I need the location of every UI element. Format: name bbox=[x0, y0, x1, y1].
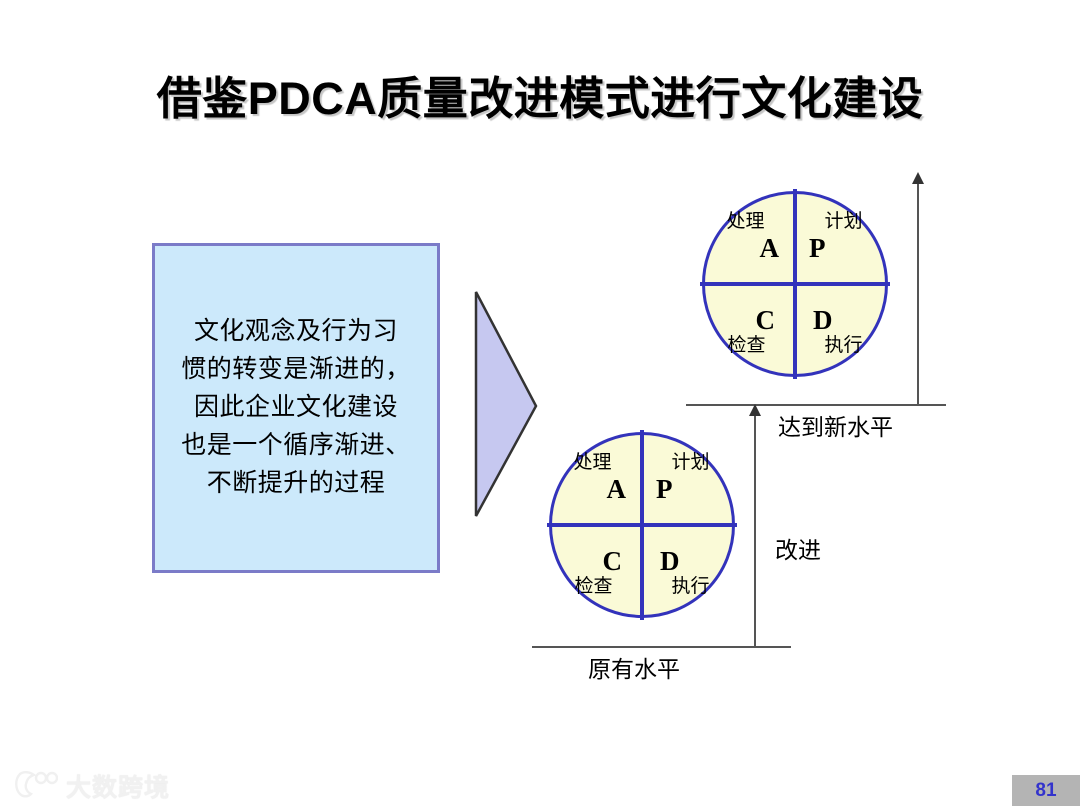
new-level-baseline bbox=[686, 404, 946, 406]
improvement-arrow-line bbox=[754, 410, 756, 648]
label-improvement: 改进 bbox=[775, 537, 821, 563]
pdca-horizontal-divider bbox=[547, 523, 737, 527]
page-title: 借鉴PDCA质量改进模式进行文化建设 bbox=[156, 73, 924, 124]
pdca-circle-upper: 处理 A 计划 P C 检查 D 执行 bbox=[700, 189, 890, 379]
pdca-quadrant-label-cn: 计划 bbox=[671, 452, 710, 473]
pdca-quadrant-letter: D bbox=[660, 546, 680, 576]
pdca-quadrant-act: 处理 A bbox=[549, 432, 642, 525]
pdca-circle-lower: 处理 A 计划 P C 检查 D 执行 bbox=[547, 430, 737, 620]
label-new-level: 达到新水平 bbox=[778, 414, 893, 440]
pdca-quadrant-letter: P bbox=[809, 233, 826, 263]
text-box-line-5: 不断提升的过程 bbox=[206, 470, 386, 497]
pdca-quadrant-label-cn: 处理 bbox=[726, 211, 765, 232]
pdca-quadrant-letter: P bbox=[656, 474, 673, 504]
pdca-quadrant-check: C 检查 bbox=[549, 525, 642, 618]
improvement-arrowhead-icon bbox=[749, 404, 761, 416]
culture-text-box: 文化观念及行为习 惯的转变是渐进的， 因此企业文化建设 也是一个循序渐进、 不断… bbox=[152, 243, 440, 573]
vertical-axis-line bbox=[917, 178, 919, 406]
text-box-line-3: 因此企业文化建设 bbox=[193, 394, 398, 421]
pdca-quadrant-do: D 执行 bbox=[642, 525, 735, 618]
text-box-line-2: 惯的转变是渐进的， bbox=[181, 356, 411, 383]
watermark: 大数跨境 bbox=[14, 768, 170, 804]
label-original-level: 原有水平 bbox=[588, 656, 680, 682]
pdca-quadrant-label-cn: 处理 bbox=[573, 452, 612, 473]
pdca-quadrant-letter: A bbox=[606, 474, 627, 504]
page-number-badge: 81 bbox=[1012, 775, 1080, 806]
page-number: 81 bbox=[1035, 779, 1057, 801]
text-box-line-4: 也是一个循序渐进、 bbox=[181, 432, 411, 459]
watermark-text: 大数跨境 bbox=[66, 774, 171, 802]
pdca-quadrant-plan: 计划 P bbox=[795, 191, 888, 284]
pdca-quadrant-label-cn: 检查 bbox=[727, 335, 766, 356]
pdca-quadrant-letter: D bbox=[813, 305, 833, 335]
vertical-axis-arrowhead-icon bbox=[912, 172, 924, 184]
pdca-quadrant-label-cn: 计划 bbox=[824, 211, 863, 232]
original-level-baseline bbox=[532, 646, 791, 648]
right-arrow-triangle-icon bbox=[474, 290, 538, 518]
pdca-quadrant-letter: C bbox=[602, 546, 623, 576]
pdca-quadrant-do: D 执行 bbox=[795, 284, 888, 377]
pdca-quadrant-letter: C bbox=[755, 305, 776, 335]
brand-logo-icon bbox=[14, 770, 59, 803]
pdca-quadrant-act: 处理 A bbox=[702, 191, 795, 284]
pdca-quadrant-label-cn: 检查 bbox=[574, 576, 613, 597]
pdca-quadrant-label-cn: 执行 bbox=[824, 335, 863, 356]
text-box-line-1: 文化观念及行为习 bbox=[193, 318, 398, 345]
pdca-quadrant-check: C 检查 bbox=[702, 284, 795, 377]
pdca-quadrant-plan: 计划 P bbox=[642, 432, 735, 525]
pdca-horizontal-divider bbox=[700, 282, 890, 286]
pdca-quadrant-letter: A bbox=[759, 233, 780, 263]
pdca-quadrant-label-cn: 执行 bbox=[671, 576, 710, 597]
